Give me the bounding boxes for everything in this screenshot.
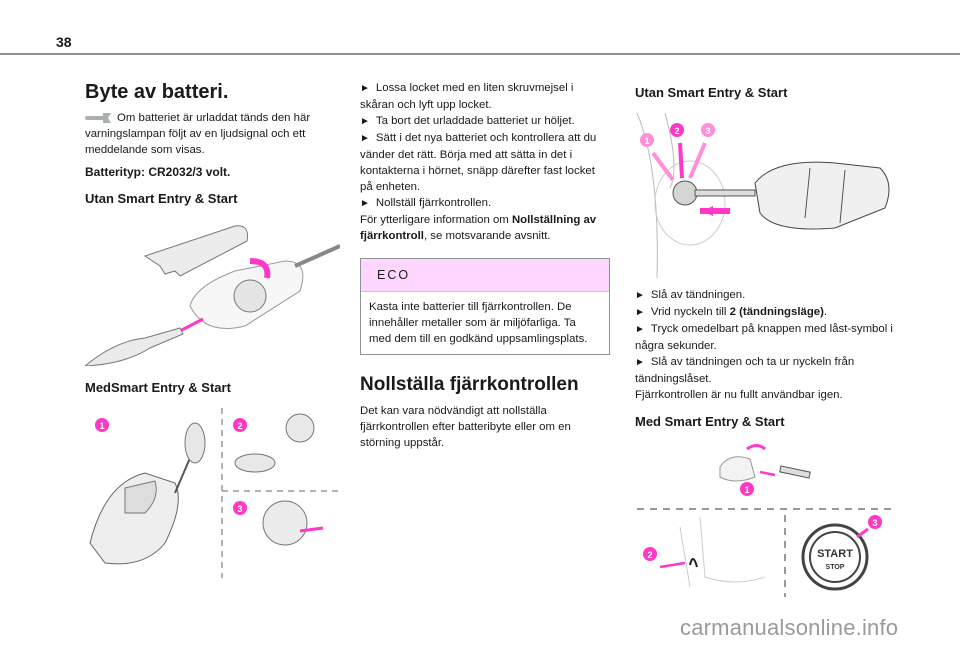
- bullet-icon: ►: [635, 307, 645, 318]
- step-text-suffix: .: [823, 306, 828, 318]
- step-item: ► Vrid nyckeln till 2 (tändningsläge).: [635, 304, 895, 321]
- subsection-without-smart-entry-reset: Utan Smart Entry & Start: [635, 85, 788, 100]
- step-item: ► Slå av tändningen.: [635, 287, 895, 304]
- intro-text: Om batteriet är urladdat tänds den här v…: [85, 112, 311, 156]
- step-item: ►Lossa locket med en liten skruvmejsel i…: [360, 80, 610, 113]
- step-text: Slå av tändningen.: [650, 289, 746, 301]
- bullet-icon: ►: [635, 290, 645, 301]
- step-text: Vrid nyckeln till: [650, 306, 730, 318]
- key-battery-illustration: [83, 225, 341, 367]
- step-item: ►Slå av tändningen och ta ur nyckeln frå…: [635, 354, 895, 387]
- middle-column: ►Lossa locket med en liten skruvmejsel i…: [360, 80, 610, 451]
- step-item: ► Ta bort det urladdade batteriet ur hölj…: [360, 113, 610, 130]
- reset-section-title: Nollställa fjärrkontrollen: [360, 374, 579, 395]
- more-info-prefix: För ytterligare information om: [360, 214, 512, 226]
- bullet-icon: ►: [360, 133, 370, 144]
- step-2-badge: 2: [674, 126, 679, 136]
- step-2-badge: 2: [237, 421, 242, 431]
- battery-type: Batterityp: CR2032/3 volt.: [85, 165, 231, 179]
- bullet-icon: ►: [360, 198, 370, 209]
- right-column: Utan Smart Entry & Start 1 2 3 ►Slå av t…: [635, 80, 895, 602]
- step-item: ►Tryck omedelbart på knappen med låst-sy…: [635, 321, 895, 354]
- eco-heading: ECO: [361, 259, 609, 291]
- step-2-badge: 2: [647, 550, 652, 560]
- eco-text: Kasta inte batterier till fjärrkontrolle…: [361, 291, 609, 354]
- key-ignition-illustration: 1 2 3: [636, 112, 890, 279]
- page-number: 38: [56, 34, 72, 50]
- subsection-without-smart-entry: Utan Smart Entry & Start: [85, 191, 238, 206]
- step-item: ►Sätt i det nya batteriet och kontroller…: [360, 130, 610, 195]
- reset-reference-link[interactable]: Nollställning av fjärrkontroll: [360, 214, 597, 242]
- step-3-badge: 3: [872, 518, 877, 528]
- step-text: Nollställ fjärrkontrollen.: [375, 197, 492, 209]
- step-1-badge: 1: [644, 136, 649, 146]
- completion-note: Fjärrkontrollen är nu fullt användbar ig…: [635, 389, 843, 401]
- more-info: För ytterligare information om Nollställ…: [360, 212, 610, 244]
- stop-label: STOP: [826, 564, 845, 571]
- step-text: Lossa locket med en liten skruvmejsel i …: [360, 82, 574, 111]
- ignition-position: 2 (tändningsläge): [729, 306, 824, 318]
- start-label: START: [817, 548, 853, 560]
- step-3-badge: 3: [705, 126, 710, 136]
- step-1-badge: 1: [99, 421, 104, 431]
- bullet-icon: ►: [360, 83, 370, 94]
- header-rule: [0, 53, 960, 55]
- step-text: Sätt i det nya batteriet och kontrollera…: [360, 132, 597, 193]
- smart-key-battery-illustration: 1 2 3: [89, 408, 340, 578]
- subsection-with-smart-entry-reset: Med Smart Entry & Start: [635, 414, 785, 429]
- subsection-with-smart-entry: MedSmart Entry & Start: [85, 380, 231, 395]
- start-stop-illustration: 1 2 START STOP 3: [637, 444, 895, 597]
- step-1-badge: 1: [744, 485, 749, 495]
- reset-description: Det kan vara nödvändigt att nollställa f…: [360, 405, 571, 449]
- eco-box: ECO Kasta inte batterier till fjärrkontr…: [360, 258, 610, 355]
- watermark: carmanualsonline.info: [680, 615, 899, 640]
- bullet-icon: ►: [360, 116, 370, 127]
- left-column: Byte av batteri. Om batteriet är urladda…: [83, 80, 341, 583]
- section-title: Byte av batteri.: [85, 81, 229, 103]
- step-3-badge: 3: [237, 504, 242, 514]
- more-info-suffix: , se motsvarande avsnitt.: [423, 230, 551, 242]
- wrench-icon: [85, 112, 111, 123]
- bullet-icon: ►: [635, 357, 645, 368]
- step-item: ► Nollställ fjärrkontrollen.: [360, 195, 610, 212]
- step-text: Ta bort det urladdade batteriet ur hölje…: [375, 115, 575, 127]
- bullet-icon: ►: [635, 324, 645, 335]
- intro-paragraph: Om batteriet är urladdat tänds den här v…: [85, 110, 340, 158]
- step-text: Slå av tändningen och ta ur nyckeln från…: [635, 356, 855, 385]
- step-text: Tryck omedelbart på knappen med låst-sym…: [635, 323, 893, 352]
